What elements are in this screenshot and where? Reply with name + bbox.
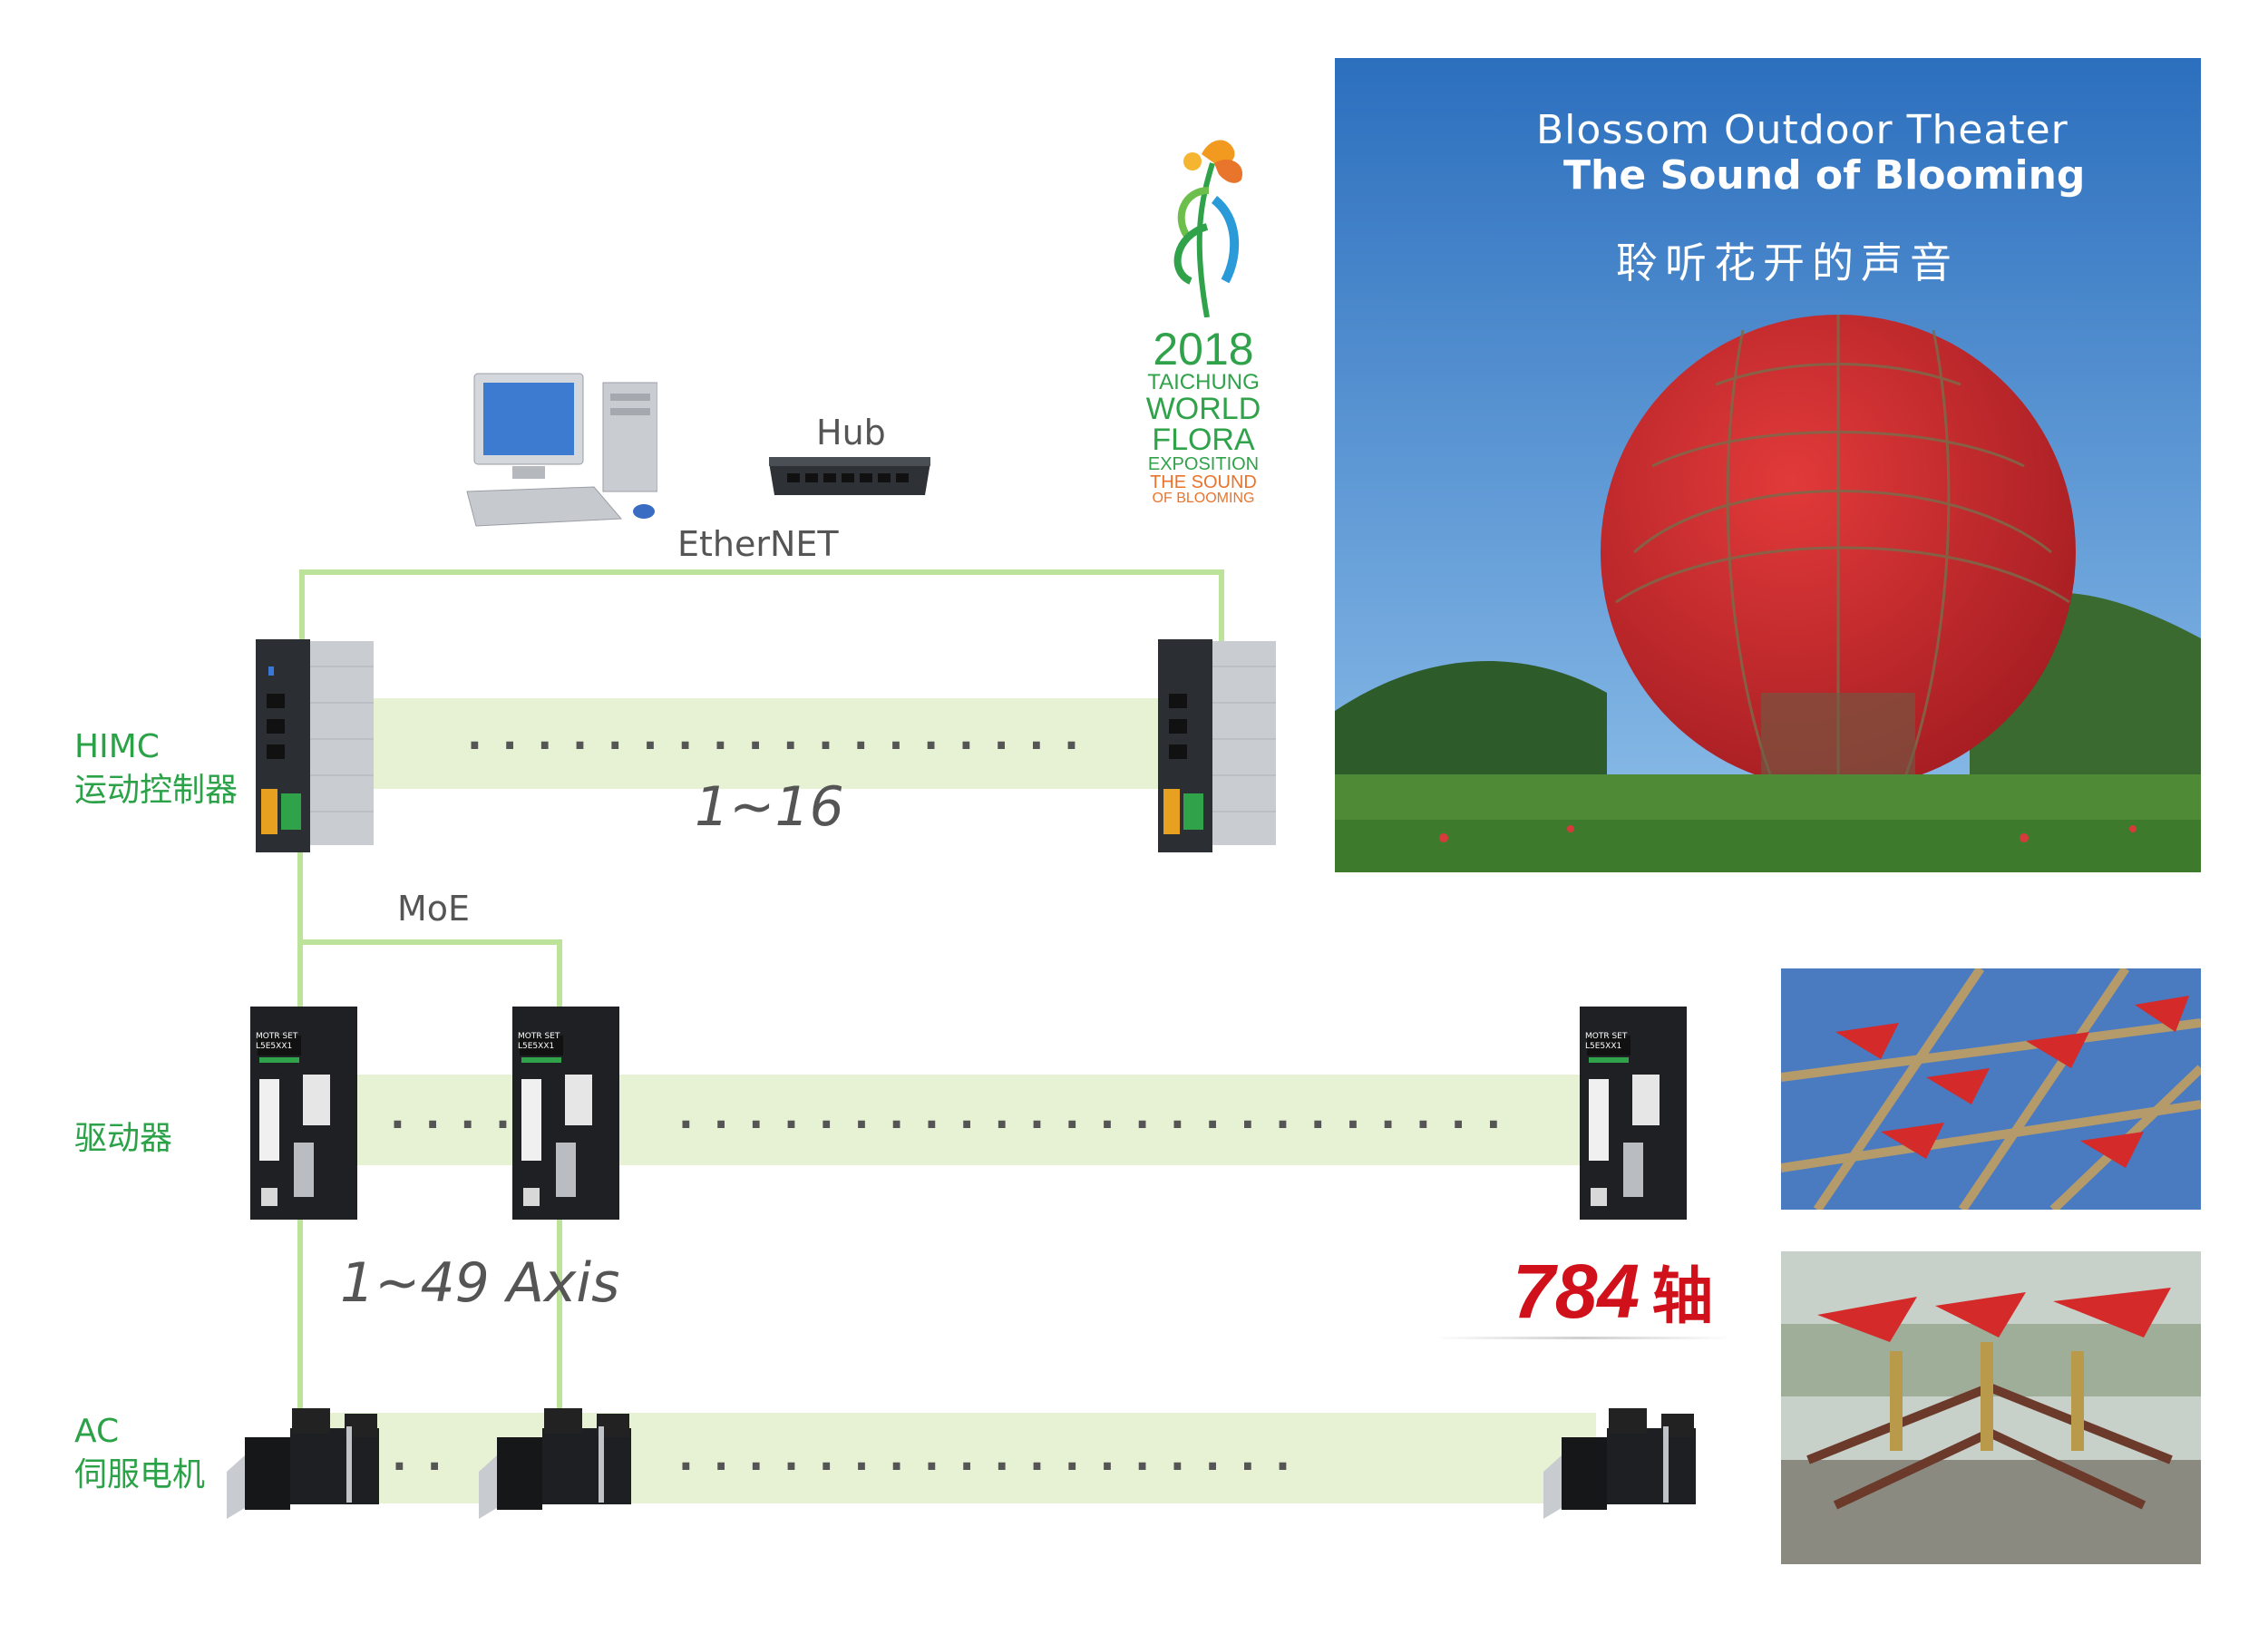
- ethernet-wire-right: [1219, 569, 1224, 642]
- ethernet-label: EtherNET: [677, 524, 839, 564]
- controller-row-label: HIMC 运动控制器: [74, 725, 238, 812]
- controller-range-label: 1~16: [695, 775, 844, 839]
- motor-dots-short: ..: [392, 1434, 462, 1480]
- driver-dots-short: ....: [390, 1092, 530, 1138]
- hub-icon: [769, 457, 930, 495]
- expo-year: 2018: [1153, 324, 1254, 375]
- driver-panel-line1: MOTR SET: [518, 1032, 560, 1041]
- driver-range-label: 1~49 Axis: [340, 1251, 620, 1315]
- controller-brand: HIWIN: [1163, 630, 1198, 642]
- moe-label: MoE: [397, 889, 471, 929]
- driver-dots-long: ........................: [678, 1092, 1522, 1138]
- servo-motor-n: [1543, 1408, 1696, 1519]
- expo-line5: THE SOUND: [1150, 472, 1257, 492]
- axis-total-underline: [1433, 1337, 1732, 1339]
- driver-icon: [1580, 1007, 1687, 1220]
- expo-line4: EXPOSITION: [1147, 454, 1260, 474]
- servo-motor-2: [479, 1408, 631, 1519]
- controller-icon: [1158, 639, 1276, 852]
- ethernet-wire-top: [299, 569, 1224, 575]
- controller-label-line2: 运动控制器: [74, 772, 238, 809]
- flower-detail-art: [1781, 968, 2201, 1210]
- ethernet-wire-left: [299, 569, 305, 642]
- hub-label: Hub: [816, 413, 886, 452]
- theater-photo-art: [1335, 58, 2201, 872]
- expo-line3: FLORA: [1152, 423, 1255, 457]
- controller-row-band: [345, 698, 1179, 789]
- theater-subtitle-cn: 聆听花开的声音: [1616, 238, 1959, 287]
- servo-motor-1: [227, 1408, 379, 1519]
- motor-dots-long: ..................: [678, 1434, 1310, 1480]
- theater-title: Blossom Outdoor Theater: [1536, 107, 2068, 153]
- expo-logo-text: 2018 TAICHUNG WORLD FLORA EXPOSITION THE…: [1144, 326, 1262, 506]
- expo-line6: OF BLOOMING: [1152, 491, 1255, 506]
- himc-controller-left: HIWIN: [256, 630, 374, 857]
- controller-label-line1: HIMC: [74, 728, 160, 765]
- motor-label-line2: 伺服电机: [74, 1456, 206, 1493]
- expo-line1: TAICHUNG: [1147, 370, 1260, 394]
- servo-driver-1: MOTR SET L5E5XX1: [250, 1007, 357, 1220]
- driver-row-label: 驱动器: [74, 1120, 173, 1157]
- motor-label-line1: AC: [74, 1413, 120, 1450]
- computer-icon: [466, 373, 657, 527]
- flower-detail-photo: [1781, 968, 2201, 1210]
- controller-brand: HIWIN: [260, 630, 296, 642]
- controller-dots: ..................: [467, 713, 1099, 759]
- driver-panel-line2: L5E5XX1: [518, 1042, 555, 1051]
- driver-panel-line2: L5E5XX1: [1585, 1042, 1622, 1051]
- motor-row-label: AC 伺服电机: [74, 1410, 205, 1497]
- speaker-detail-photo: [1781, 1251, 2201, 1564]
- driver-panel-line1: MOTR SET: [256, 1032, 298, 1041]
- theater-subtitle: The Sound of Blooming: [1563, 152, 2086, 199]
- expo-line2: WORLD: [1145, 392, 1261, 426]
- controller-icon: [256, 639, 374, 852]
- speaker-detail-art: [1781, 1251, 2201, 1564]
- driver-icon: [250, 1007, 357, 1220]
- moe-wire-horizontal: [297, 939, 562, 945]
- driver-panel-line1: MOTR SET: [1585, 1032, 1628, 1041]
- axis-total-unit: 轴: [1651, 1261, 1714, 1333]
- servo-driver-n: MOTR SET L5E5XX1: [1580, 1007, 1687, 1220]
- theater-photo: Blossom Outdoor Theater The Sound of Blo…: [1335, 58, 2201, 872]
- axis-total-number: 784: [1513, 1249, 1640, 1334]
- driver-panel-line2: L5E5XX1: [256, 1042, 293, 1051]
- servo-driver-2: MOTR SET L5E5XX1: [512, 1007, 619, 1220]
- himc-controller-right: HIWIN: [1158, 630, 1276, 857]
- expo-flower-logo: [1173, 140, 1243, 317]
- driver-icon: [512, 1007, 619, 1220]
- axis-total: 784 轴: [1513, 1253, 1713, 1329]
